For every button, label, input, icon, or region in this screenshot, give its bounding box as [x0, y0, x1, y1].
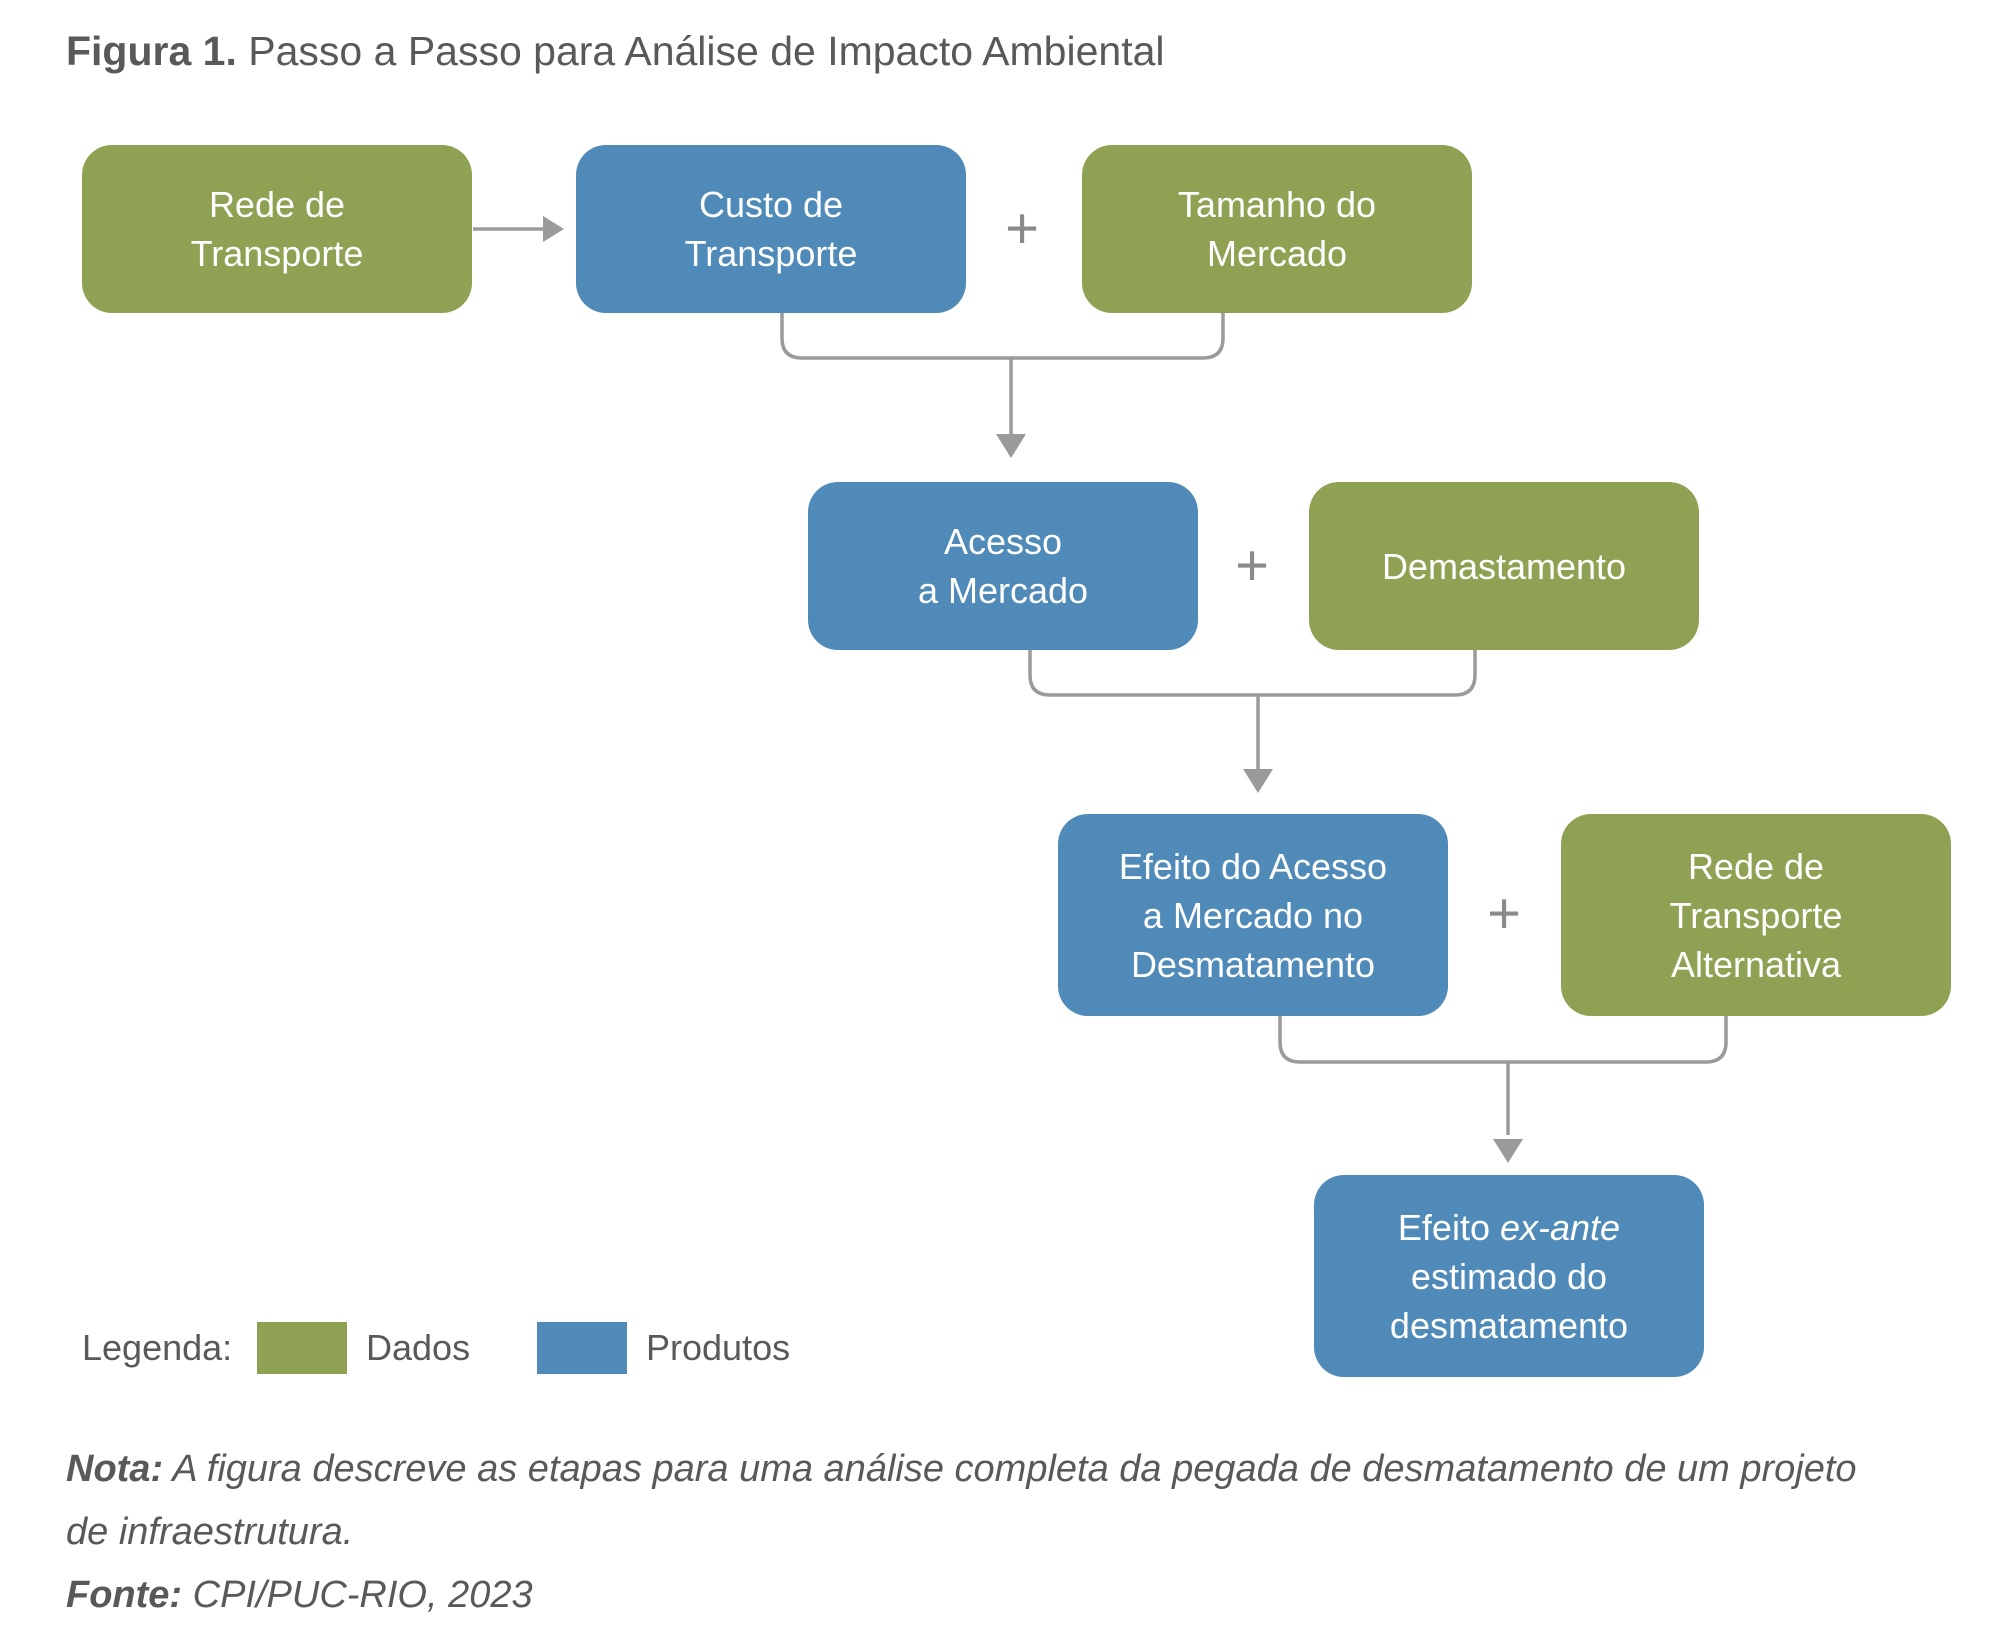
- box-rede-de-transporte: Rede de Transporte: [82, 145, 472, 313]
- plus-sign-2: +: [1235, 533, 1269, 598]
- arrow-head-1: [543, 216, 564, 242]
- note-line-1: Nota: A figura descreve as etapas para u…: [66, 1438, 1857, 1501]
- box-demastamento: Demastamento: [1309, 482, 1699, 650]
- arrow-head-2: [996, 434, 1026, 458]
- source-text: CPI/PUC-RIO, 2023: [192, 1574, 533, 1616]
- box-custo-de-transporte: Custo de Transporte: [576, 145, 966, 313]
- box-efeito-ex-ante-italic: ex-ante: [1499, 1206, 1621, 1248]
- arrow-head-3: [1243, 769, 1273, 793]
- box-rede-de-transporte-alternativa: Rede de Transporte Alternativa: [1561, 814, 1951, 1016]
- merge-connector-1: [780, 312, 1225, 440]
- legend-swatch-produtos: [537, 1322, 627, 1374]
- figure-number: Figura 1.: [66, 28, 237, 74]
- box-demastamento-label: Demastamento: [1381, 545, 1627, 587]
- box-efeito-ex-ante-pre: Efeito: [1397, 1206, 1500, 1248]
- box-acesso-a-mercado: Acesso a Mercado: [808, 482, 1198, 650]
- merge-connector-3: [1278, 1015, 1728, 1135]
- box-acesso-a-mercado-label: Acesso a Mercado: [917, 521, 1089, 611]
- note-line-2: de infraestrutura.: [66, 1501, 353, 1564]
- box-efeito-do-acesso: Efeito do Acesso a Mercado no Desmatamen…: [1058, 814, 1448, 1016]
- box-rede-de-transporte-label: Rede de Transporte: [190, 184, 364, 274]
- arrow-head-4: [1493, 1139, 1523, 1163]
- box-rede-alternativa-label: Rede de Transporte Alternativa: [1669, 845, 1843, 985]
- legend-text-produtos: Produtos: [646, 1327, 791, 1368]
- box-tamanho-do-mercado-label: Tamanho do Mercado: [1177, 184, 1377, 274]
- box-tamanho-do-mercado: Tamanho do Mercado: [1082, 145, 1472, 313]
- box-custo-de-transporte-label: Custo de Transporte: [684, 184, 858, 274]
- plus-sign-3: +: [1487, 881, 1521, 946]
- figure-title: Figura 1. Passo a Passo para Análise de …: [66, 28, 1165, 75]
- note-text-2: de infraestrutura.: [66, 1511, 354, 1553]
- box-efeito-ex-ante-post: estimado do desmatamento: [1389, 1255, 1629, 1346]
- source-label: Fonte:: [66, 1574, 183, 1616]
- box-efeito-ex-ante-label: Efeito ex-ante estimado do desmatamento: [1390, 1203, 1628, 1350]
- legend-text-dados: Dados: [366, 1327, 471, 1368]
- box-efeito-do-acesso-label: Efeito do Acesso a Mercado no Desmatamen…: [1118, 845, 1388, 985]
- plus-sign-1: +: [1005, 196, 1039, 261]
- merge-connector-2: [1028, 650, 1477, 775]
- source-line: Fonte: CPI/PUC-RIO, 2023: [66, 1564, 533, 1627]
- figure-title-text: Passo a Passo para Análise de Impacto Am…: [248, 28, 1165, 74]
- box-efeito-ex-ante: Efeito ex-ante estimado do desmatamento: [1314, 1175, 1704, 1377]
- note-text-1: A figura descreve as etapas para uma aná…: [172, 1448, 1857, 1490]
- legend-swatch-dados: [257, 1322, 347, 1374]
- note-label: Nota:: [66, 1448, 164, 1490]
- legend-label: Legenda:: [82, 1327, 233, 1368]
